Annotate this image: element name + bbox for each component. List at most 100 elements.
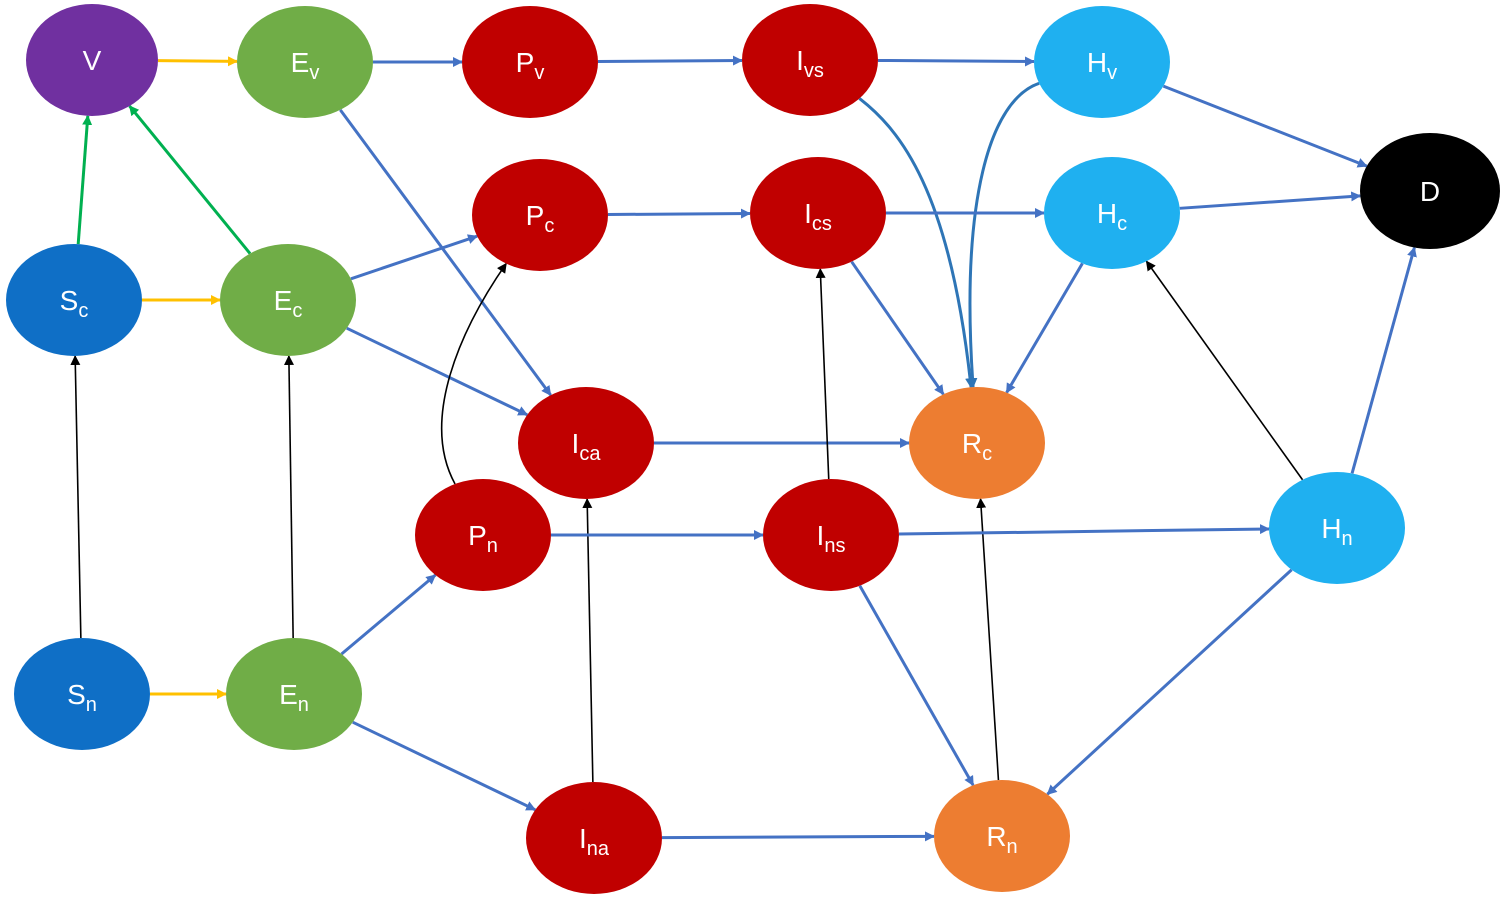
node-label-subscript: n xyxy=(86,694,97,716)
node-ev-label: Ev xyxy=(291,47,320,84)
node-sn-shape xyxy=(14,638,150,750)
node-label-main: R xyxy=(962,428,982,459)
node-ivs-shape xyxy=(742,4,878,116)
node-label-subscript: n xyxy=(487,535,498,557)
node-label-main: E xyxy=(274,285,293,316)
node-rc: Rc xyxy=(909,387,1045,499)
node-ica: Ica xyxy=(518,387,654,499)
node-label-main: I xyxy=(579,823,587,854)
node-label-subscript: c xyxy=(544,215,554,237)
edge-hn-to-d xyxy=(1350,246,1417,474)
edge-ec-to-pc xyxy=(350,234,479,281)
node-sc: Sc xyxy=(6,244,142,356)
node-ins-label: Ins xyxy=(817,520,846,557)
node-label-subscript: n xyxy=(1342,528,1353,550)
node-ics: Ics xyxy=(750,157,886,269)
node-pn-label: Pn xyxy=(468,520,498,557)
node-ica-shape xyxy=(518,387,654,499)
edge-ins-to-rn xyxy=(858,584,975,787)
node-label-main: E xyxy=(279,679,298,710)
node-sc-shape xyxy=(6,244,142,356)
edge-sc-to-v xyxy=(76,114,93,245)
node-pv-shape xyxy=(462,6,598,118)
node-hv: Hv xyxy=(1034,6,1170,118)
node-label-subscript: c xyxy=(1117,213,1127,235)
node-ins-shape xyxy=(763,479,899,591)
edge-sn-to-sc xyxy=(70,354,82,639)
node-en-label: En xyxy=(279,679,309,716)
node-ina-label: Ina xyxy=(579,823,610,860)
node-v-shape xyxy=(26,4,158,116)
node-pv-label: Pv xyxy=(516,47,545,84)
node-rn-label: Rn xyxy=(986,821,1017,858)
node-label-subscript: na xyxy=(587,838,610,860)
node-rc-shape xyxy=(909,387,1045,499)
node-label-main: P xyxy=(468,520,487,551)
node-label-subscript: v xyxy=(534,62,544,84)
node-sn: Sn xyxy=(14,638,150,750)
node-rc-label: Rc xyxy=(962,428,992,465)
edge-hn-to-hc xyxy=(1145,260,1304,481)
node-label-main: D xyxy=(1420,176,1440,207)
node-ica-label: Ica xyxy=(572,428,602,465)
node-ics-label: Ics xyxy=(804,198,832,235)
node-hv-shape xyxy=(1034,6,1170,118)
edge-pn-to-pc xyxy=(440,262,507,485)
edges-layer xyxy=(70,55,1417,842)
node-hn-label: Hn xyxy=(1321,513,1352,550)
node-label-main: I xyxy=(796,45,804,76)
node-v: V xyxy=(26,4,158,116)
node-label-main: P xyxy=(516,47,535,78)
edge-hv-to-d xyxy=(1162,84,1368,168)
node-label-subscript: vs xyxy=(804,60,824,82)
edge-v-to-ev xyxy=(157,56,239,67)
edge-ec-to-v xyxy=(128,105,252,255)
node-ivs: Ivs xyxy=(742,4,878,116)
node-label-subscript: n xyxy=(1007,836,1018,858)
edge-hc-to-rc xyxy=(1005,262,1084,394)
node-label-subscript: c xyxy=(78,300,88,322)
node-label-subscript: ca xyxy=(579,443,601,465)
node-sc-label: Sc xyxy=(60,285,89,322)
edge-pv-to-ivs xyxy=(597,55,744,66)
node-label-main: H xyxy=(1087,47,1107,78)
node-label-main: I xyxy=(572,428,580,459)
node-label-main: E xyxy=(291,47,310,78)
edge-en-to-ina xyxy=(352,720,537,812)
node-label-main: S xyxy=(60,285,79,316)
node-hc-label: Hc xyxy=(1097,198,1127,235)
node-label-subscript: v xyxy=(1107,62,1117,84)
node-sn-label: Sn xyxy=(67,679,97,716)
edge-ivs-to-hv xyxy=(877,56,1035,67)
node-v-label: V xyxy=(83,45,102,76)
node-label-main: H xyxy=(1097,198,1117,229)
node-rn-shape xyxy=(934,780,1070,892)
node-en: En xyxy=(226,638,362,750)
node-ec-shape xyxy=(220,244,356,356)
node-d-shape xyxy=(1360,133,1500,249)
node-ec: Ec xyxy=(220,244,356,356)
node-pc: Pc xyxy=(472,159,608,271)
node-label-subscript: cs xyxy=(812,213,832,235)
node-label-subscript: n xyxy=(298,694,309,716)
node-ina: Ina xyxy=(526,782,662,894)
node-ins: Ins xyxy=(763,479,899,591)
edge-hc-to-d xyxy=(1179,191,1362,210)
edge-rn-to-rc xyxy=(976,497,1000,781)
node-label-main: R xyxy=(986,821,1006,852)
node-hn: Hn xyxy=(1269,472,1405,584)
node-hv-label: Hv xyxy=(1087,47,1117,84)
node-hc-shape xyxy=(1044,157,1180,269)
edge-en-to-ec xyxy=(283,354,294,639)
edge-ivs-to-rc xyxy=(858,97,976,389)
node-label-main: P xyxy=(526,200,545,231)
node-ec-label: Ec xyxy=(274,285,303,322)
edge-ics-to-rc xyxy=(850,260,945,396)
edge-ev-to-ica xyxy=(339,108,552,397)
edge-hv-to-rc xyxy=(967,81,1040,389)
node-label-subscript: c xyxy=(292,300,302,322)
edge-ins-to-ics xyxy=(815,267,830,480)
node-label-subscript: ns xyxy=(824,535,845,557)
